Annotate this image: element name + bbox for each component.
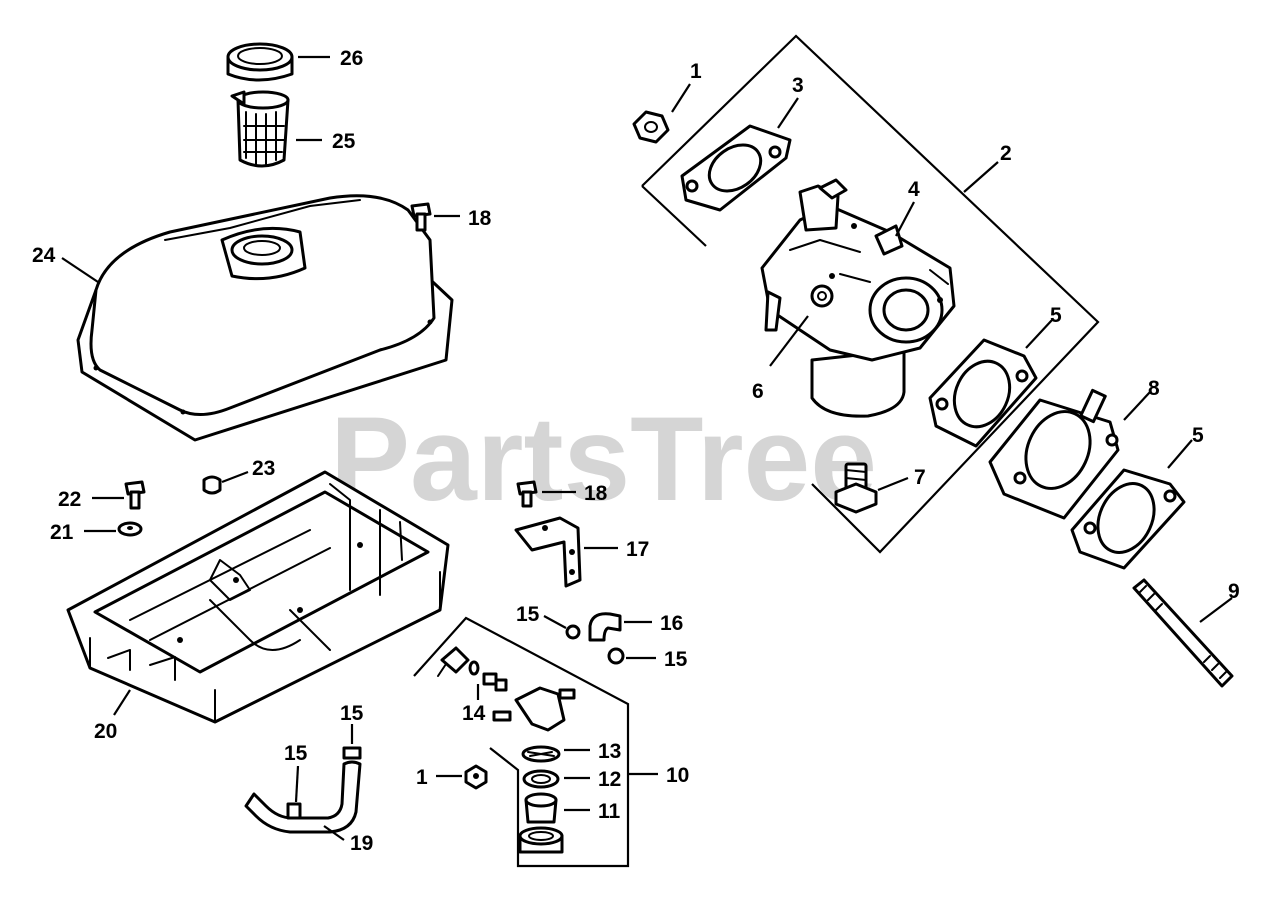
leader-15a: [543, 615, 567, 629]
hose-clamp-15b[interactable]: [607, 647, 625, 665]
carburetor-group-outline-tail: [641, 185, 707, 247]
stud-9[interactable]: [1132, 578, 1234, 688]
callout-13: 13: [598, 740, 621, 763]
callout-7: 7: [914, 466, 926, 489]
callout-21: 21: [50, 521, 74, 544]
callout-9: 9: [1228, 580, 1240, 603]
grommet[interactable]: [202, 475, 222, 495]
leader-9: [1199, 597, 1233, 623]
leader-2: [963, 161, 999, 193]
leader-5-lower: [1167, 439, 1193, 469]
callout-15a: 15: [516, 603, 540, 626]
callout-5-upper: 5: [1050, 304, 1062, 327]
fuel-tank[interactable]: [76, 194, 454, 442]
leader-24: [61, 257, 99, 283]
leader-1-upper: [671, 83, 691, 113]
bolt-7[interactable]: [834, 462, 878, 514]
leader-8: [1123, 391, 1151, 421]
washer-21[interactable]: [117, 521, 143, 537]
callout-23: 23: [252, 457, 275, 480]
hose-clamp-15c[interactable]: [342, 746, 362, 760]
callout-1-upper: 1: [690, 60, 702, 83]
callout-8: 8: [1148, 377, 1160, 400]
callout-3: 3: [792, 74, 804, 97]
nut-1-upper[interactable]: [632, 110, 670, 144]
fuel-cock-group-outline: [413, 616, 630, 868]
callout-24: 24: [32, 244, 56, 267]
callout-19: 19: [350, 832, 373, 855]
leader-23: [221, 470, 249, 484]
callout-2: 2: [1000, 142, 1012, 165]
insulator-8[interactable]: [988, 388, 1120, 520]
leader-20: [113, 689, 131, 716]
callout-14: 14: [462, 702, 486, 725]
tank-tray[interactable]: [66, 470, 450, 724]
callout-26: 26: [340, 47, 363, 70]
fuel-hose-16[interactable]: [588, 612, 622, 642]
bolt-18-upper[interactable]: [410, 202, 432, 232]
gasket-5-lower[interactable]: [1070, 468, 1186, 570]
leader-15d: [294, 765, 300, 803]
callout-17: 17: [626, 538, 649, 561]
callout-1-lower: 1: [416, 766, 428, 789]
callout-10: 10: [666, 764, 689, 787]
sediment-cup[interactable]: [524, 792, 558, 824]
leader-7: [877, 476, 909, 492]
callout-6: 6: [752, 380, 764, 403]
callout-22: 22: [58, 488, 81, 511]
carburetor[interactable]: [760, 178, 956, 418]
callout-15b: 15: [664, 648, 688, 671]
leader-5-upper: [1025, 319, 1053, 349]
nut-1-lower[interactable]: [464, 764, 488, 790]
carburetor-group-outline: [641, 34, 1100, 554]
fuel-strainer[interactable]: [230, 90, 290, 168]
callout-15d: 15: [284, 742, 308, 765]
leader-19: [323, 825, 345, 841]
fuel-cap[interactable]: [226, 42, 294, 82]
callout-18-lower: 18: [584, 482, 608, 505]
callout-20: 20: [94, 720, 117, 743]
callout-12: 12: [598, 768, 621, 791]
fuel-hose-19[interactable]: [244, 760, 362, 834]
hose-clamp-15a[interactable]: [565, 624, 581, 640]
callout-5-lower: 5: [1192, 424, 1204, 447]
watermark: PartsTree: [330, 392, 877, 526]
bolt-18-lower[interactable]: [516, 480, 538, 508]
callout-4: 4: [908, 178, 920, 201]
leader-6: [769, 315, 809, 367]
gasket-3[interactable]: [680, 124, 792, 212]
callout-25: 25: [332, 130, 356, 153]
fuel-cock-body[interactable]: [492, 686, 576, 732]
gasket-5-upper[interactable]: [928, 338, 1038, 448]
leader-4: [895, 201, 915, 237]
ring-nut[interactable]: [518, 826, 564, 854]
callout-15c: 15: [340, 702, 364, 725]
callout-11: 11: [598, 800, 621, 823]
fuel-cock-parts-14[interactable]: [437, 646, 508, 692]
filter-screen[interactable]: [521, 745, 561, 763]
o-ring[interactable]: [522, 769, 560, 789]
bracket[interactable]: [514, 516, 582, 588]
leader-3: [777, 97, 799, 129]
callout-18-upper: 18: [468, 207, 492, 230]
callout-16: 16: [660, 612, 683, 635]
bolt-22[interactable]: [124, 480, 146, 510]
